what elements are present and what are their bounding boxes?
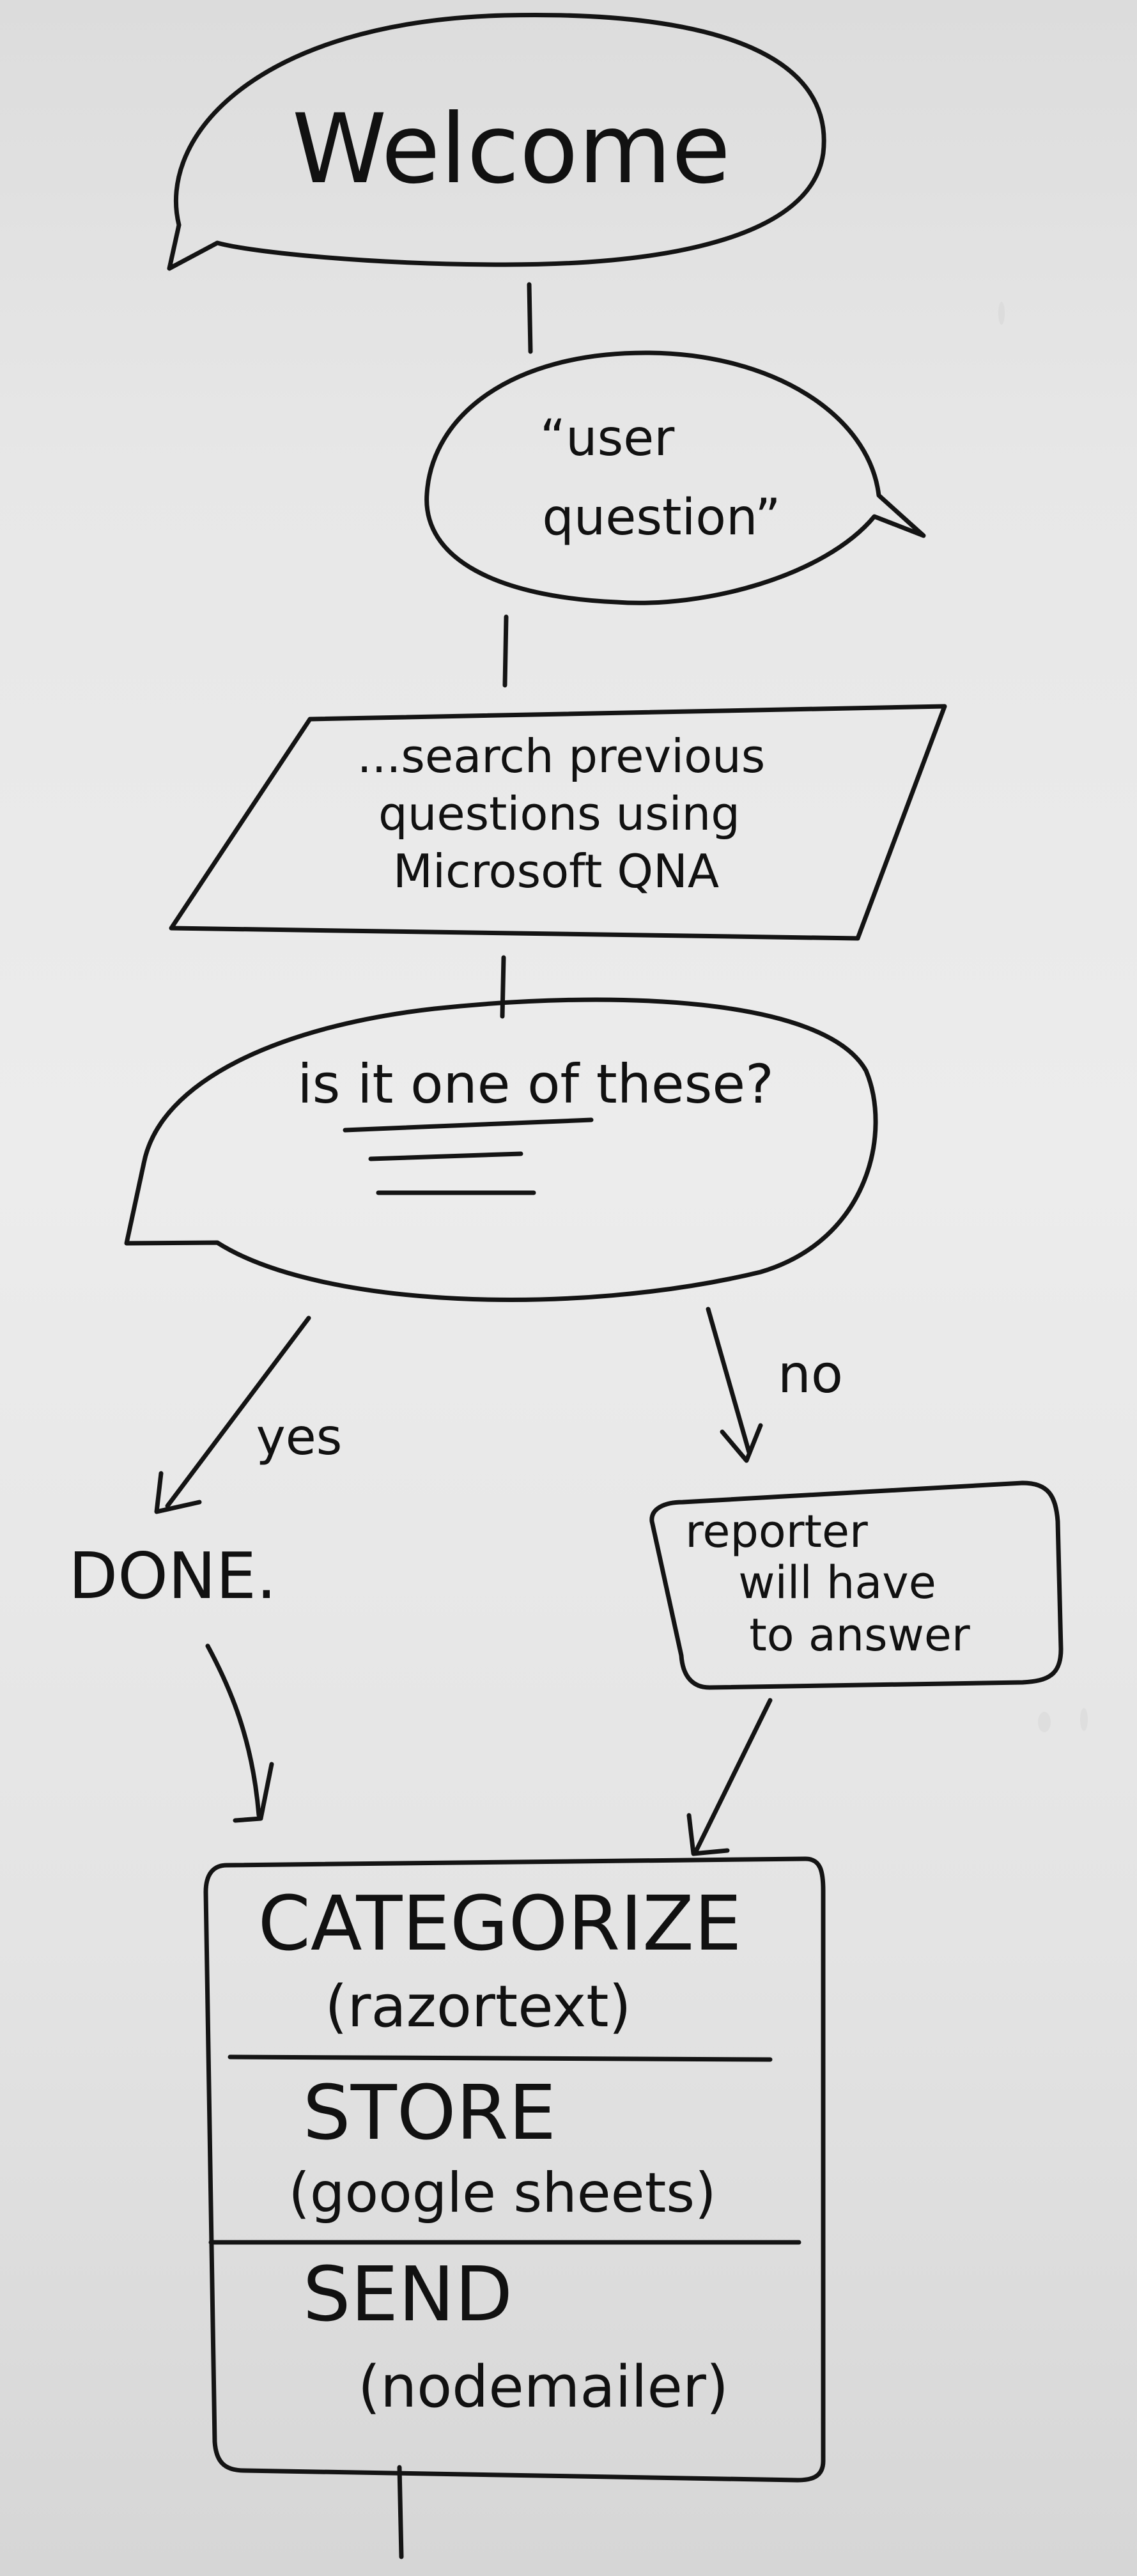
no-label: no — [778, 1344, 843, 1405]
pipeline-node: CATEGORIZE (razortext) STORE (google she… — [203, 1856, 826, 2483]
search-line-2: questions using — [378, 787, 740, 841]
done-label: DONE. — [68, 1539, 277, 1613]
board-marks — [998, 302, 1088, 1732]
user-question-node: “user question” — [424, 350, 926, 605]
choices-node: is it one of these? — [124, 997, 878, 1302]
yes-branch: yes — [154, 1315, 343, 1514]
done-node: DONE. — [68, 1539, 277, 1823]
reporter-line-2: will have — [738, 1556, 936, 1609]
welcome-node: Welcome — [167, 12, 826, 271]
search-line-1: ...search previous — [357, 729, 766, 783]
choice-option-line-2 — [368, 1151, 523, 1161]
no-arrow-head — [720, 1423, 763, 1463]
reporter-line-1: reporter — [685, 1505, 868, 1558]
yes-arrow — [165, 1315, 311, 1509]
user-question-line-1: “user — [540, 410, 675, 467]
search-parallelogram-shape — [169, 704, 947, 941]
choice-option-line-1 — [343, 1117, 594, 1133]
reporter-line-3: to answer — [749, 1609, 970, 1661]
user-question-bubble-shape — [424, 350, 926, 605]
user-question-line-2: question” — [542, 489, 780, 547]
search-node: ...search previous questions using Micro… — [169, 704, 947, 941]
no-branch: no — [706, 1307, 843, 1463]
categorize-step-label: CATEGORIZE — [258, 1879, 741, 1967]
send-tool-label: (nodemailer) — [358, 2354, 729, 2421]
welcome-label: Welcome — [292, 94, 731, 205]
bottom-mark — [397, 2465, 404, 2559]
choices-question-label: is it one of these? — [297, 1053, 773, 1115]
store-step-label: STORE — [303, 2068, 556, 2157]
reporter-box-shape — [649, 1480, 1064, 1690]
send-step-label: SEND — [303, 2250, 513, 2338]
choices-bubble-shape — [124, 997, 878, 1302]
categorize-tool-label: (razortext) — [325, 1973, 631, 2040]
done-to-pipeline-arrow-head — [233, 1762, 274, 1823]
pipeline-box-shape — [203, 1856, 826, 2483]
welcome-bubble-shape — [167, 12, 826, 271]
connector-welcome-to-user-question — [527, 282, 533, 354]
store-tool-label: (google sheets) — [288, 2161, 716, 2225]
no-arrow — [706, 1307, 752, 1455]
reporter-to-pipeline-arrow — [693, 1698, 773, 1855]
reporter-node: reporter will have to answer — [649, 1480, 1064, 1856]
pipeline-divider-1 — [228, 2054, 773, 2062]
search-line-3: Microsoft QNA — [393, 844, 719, 898]
done-to-pipeline-arrow — [205, 1643, 261, 1818]
connector-search-to-choices — [500, 955, 506, 1019]
reporter-to-pipeline-arrow-head — [686, 1813, 730, 1856]
yes-label: yes — [256, 1409, 343, 1466]
yes-arrow-head — [154, 1471, 202, 1514]
connector-user-question-to-search — [502, 614, 509, 688]
